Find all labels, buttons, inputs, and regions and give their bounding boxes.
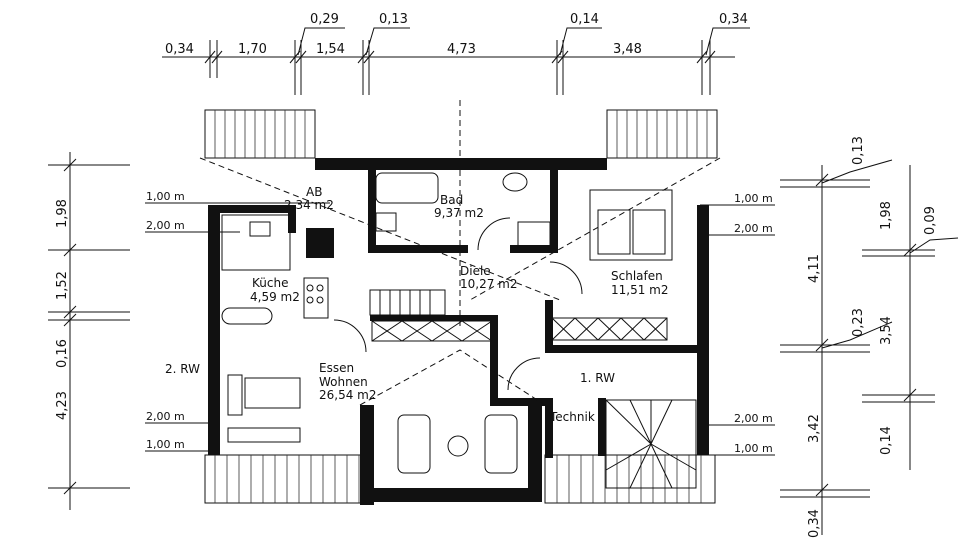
room-essen-area: 26,54 m2 (319, 388, 377, 402)
top-dim-4: 4,73 (447, 42, 476, 57)
level-right-3: 2,00 m (734, 412, 773, 425)
walls (208, 158, 709, 505)
coffee-table-icon (447, 435, 469, 457)
right-dim-inner-3: 0,14 (879, 426, 894, 455)
room-ab-name: AB (306, 185, 322, 199)
door-swing-schlafen (549, 261, 583, 295)
right-leader-1: 0,13 (851, 136, 866, 165)
room-kueche-area: 4,59 m2 (250, 290, 300, 304)
room-labels: AB 2,34 m2 Bad 9,37 m2 Diele 10,27 m2 Sc… (165, 185, 669, 424)
shelf-unit (371, 320, 493, 342)
level-left-4: 1,00 m (146, 438, 185, 451)
dining-table (244, 377, 301, 409)
right-dim-outer-3: 0,34 (807, 509, 822, 538)
room-technik-name: Technik (549, 410, 595, 424)
top-dim-small-3: 0,14 (570, 12, 599, 27)
level-left-3: 2,00 m (146, 410, 185, 423)
room-wohnen-name: Wohnen (319, 375, 368, 389)
level-left-1: 1,00 m (146, 190, 185, 203)
right-dim-inner-2: 3,54 (879, 316, 894, 345)
room-diele-area: 10,27 m2 (460, 277, 518, 291)
fixtures (221, 172, 697, 499)
right-leader-3: 0,23 (851, 308, 866, 337)
top-dim-2: 1,70 (238, 42, 267, 57)
right-dim-inner-1: 1,98 (879, 201, 894, 230)
armchair-right-icon (484, 414, 518, 474)
window-bottom (424, 491, 488, 499)
room-bad-name: Bad (440, 193, 463, 207)
right-dimension-chain: 0,13 0,09 0,23 4,11 3,42 0,34 1,98 3,54 … (780, 136, 959, 538)
room-kueche-name: Küche (252, 276, 288, 290)
double-bed-icon (589, 189, 673, 261)
top-dim-1: 0,34 (165, 42, 194, 57)
kitchen-table (221, 307, 273, 325)
escape-route-2: 2. RW (165, 362, 200, 376)
left-dim-1: 1,98 (55, 199, 70, 228)
left-dimension-chain: 1,98 1,52 0,16 4,23 (48, 152, 130, 510)
level-right-4: 1,00 m (734, 442, 773, 455)
door-swing-essen (333, 319, 367, 353)
level-right-2: 2,00 m (734, 222, 773, 235)
sink-icon (375, 212, 397, 232)
top-dimension-chain: 0,34 1,70 1,54 4,73 3,48 0,29 0,13 0,14 … (162, 12, 750, 95)
toilet-icon (502, 172, 528, 192)
right-dim-outer-1: 4,11 (807, 254, 822, 283)
left-dim-2: 1,52 (55, 271, 70, 300)
top-dim-5: 3,48 (613, 42, 642, 57)
room-bad-area: 9,37 m2 (434, 206, 484, 220)
door-swing-technik (507, 357, 541, 391)
roof-lines (199, 100, 721, 406)
left-dim-3: 0,16 (55, 339, 70, 368)
level-marks: 1,00 m 2,00 m 2,00 m 1,00 m 1,00 m 2,00 … (145, 190, 775, 456)
room-essen-name: Essen (319, 361, 354, 375)
left-dim-4: 4,23 (55, 391, 70, 420)
door-swing-bad (477, 217, 511, 251)
top-dim-small-1: 0,29 (310, 12, 339, 27)
bathtub-icon (375, 172, 439, 204)
shower-icon (517, 221, 551, 247)
right-leader-2: 0,09 (923, 206, 938, 235)
room-diele-name: Diele (460, 264, 491, 278)
sideboard (227, 427, 301, 443)
escape-route-1: 1. RW (580, 371, 615, 385)
level-left-2: 2,00 m (146, 219, 185, 232)
wardrobe (551, 317, 668, 341)
room-schlafen-area: 11,51 m2 (611, 283, 669, 297)
right-dim-outer-2: 3,42 (807, 414, 822, 443)
staircase-upper (369, 289, 446, 316)
armchair-left-icon (397, 414, 431, 474)
kitchen-sink-icon (249, 221, 271, 237)
top-dim-small-4: 0,34 (719, 12, 748, 27)
top-dim-small-2: 0,13 (379, 12, 408, 27)
bench (227, 374, 243, 416)
room-schlafen-name: Schlafen (611, 269, 663, 283)
stove-icon (303, 277, 329, 319)
top-dim-3: 1,54 (316, 42, 345, 57)
roof-hatching (204, 109, 718, 504)
level-right-1: 1,00 m (734, 192, 773, 205)
room-ab-area: 2,34 m2 (284, 198, 334, 212)
kitchen-counter (221, 214, 291, 271)
